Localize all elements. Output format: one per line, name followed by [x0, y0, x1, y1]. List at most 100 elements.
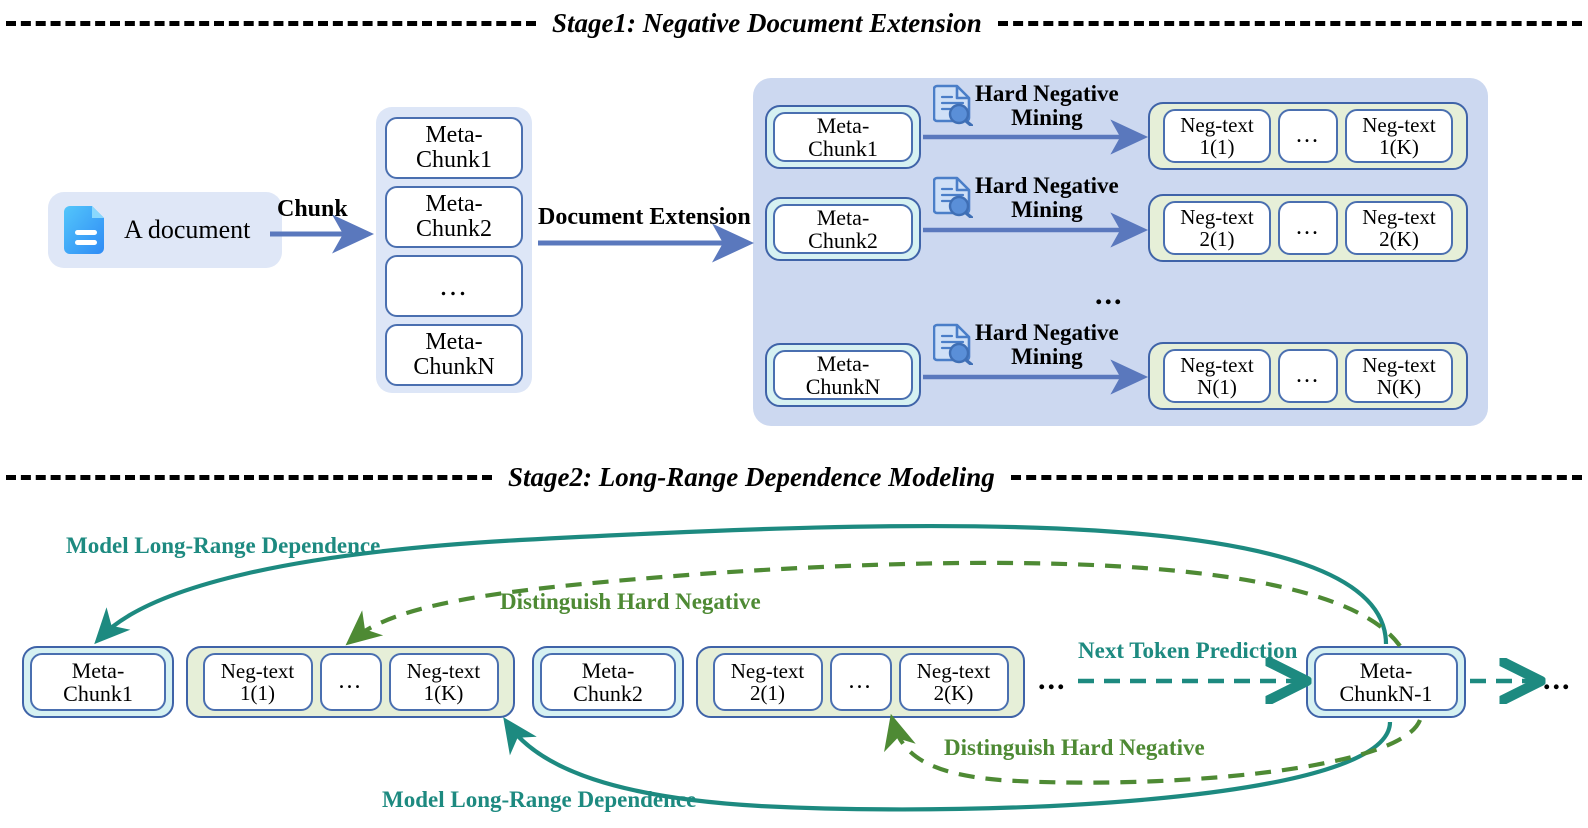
row3-chunk-line2: ChunkN [805, 374, 881, 399]
meta-chunk-2-box-row2[interactable]: Meta- Chunk2 [773, 204, 913, 254]
mining-label-row3-line1: Hard Negative [975, 320, 1119, 345]
seq-neg-ellipsis-1: ... [319, 653, 382, 711]
row1-chunk-line2: Chunk1 [808, 136, 878, 161]
seq-neg-1-k[interactable]: Neg-text 1(K) [388, 653, 499, 711]
seq-mc1-line1: Meta- [71, 657, 125, 683]
meta-chunk-n-box-row3[interactable]: Meta- ChunkN [773, 350, 913, 400]
neg-text-2-1[interactable]: Neg-text 2(1) [1163, 201, 1271, 255]
seq-meta-chunk1-box[interactable]: Meta- Chunk1 [30, 653, 166, 711]
neg-1-1-line2: 1(1) [1199, 135, 1235, 159]
seq-neg-ellipsis-2-text: ... [848, 668, 873, 695]
neg-group-row3: Neg-text N(1) ... Neg-text N(K) [1148, 342, 1468, 410]
seq-neg-1-k-line2: 1(K) [423, 681, 464, 705]
meta-chunk-n-line2: ChunkN [413, 354, 495, 380]
meta-chunk-n-wrapper-row3[interactable]: Meta- ChunkN [765, 343, 921, 407]
neg-ellipsis-row1-text: ... [1296, 122, 1320, 149]
seq-neg-2-k[interactable]: Neg-text 2(K) [898, 653, 1009, 711]
meta-chunk-ellipsis-box: ... [385, 255, 523, 317]
neg-ellipsis-row3: ... [1278, 349, 1338, 403]
neg-text-n-1[interactable]: Neg-text N(1) [1163, 349, 1271, 403]
seq-meta-chunk-n1-wrapper[interactable]: Meta- ChunkN-1 [1306, 646, 1466, 718]
seq-ellipsis-end: ... [1543, 663, 1572, 696]
meta-chunk-2-box[interactable]: Meta- Chunk2 [385, 186, 523, 248]
meta-chunk-1-line1: Meta- [425, 121, 483, 148]
seq-neg-1-k-line1: Neg-text [406, 658, 481, 683]
meta-chunk-1-box[interactable]: Meta- Chunk1 [385, 117, 523, 179]
seq-neg-ellipsis-2: ... [829, 653, 892, 711]
meta-chunk-n-line1: Meta- [425, 328, 483, 355]
seq-neg-2-k-line2: 2(K) [933, 681, 974, 705]
document-search-icon-row3 [932, 323, 974, 367]
document-icon [64, 203, 110, 257]
neg-2-k-line2: 2(K) [1379, 227, 1419, 251]
dash-line-right [997, 21, 1582, 26]
seq-neg-2-1-line2: 2(1) [750, 681, 785, 705]
stage1-separator: Stage1: Negative Document Extension [0, 8, 1588, 39]
neg-text-1-k[interactable]: Neg-text 1(K) [1345, 109, 1453, 163]
label-next-token-prediction: Next Token Prediction [1078, 638, 1298, 663]
label-model-long-range-bottom: Model Long-Range Dependence [382, 787, 697, 812]
seq-neg-1-1-line2: 1(1) [240, 681, 275, 705]
neg-ellipsis-row1: ... [1278, 109, 1338, 163]
neg-group-row1: Neg-text 1(1) ... Neg-text 1(K) [1148, 102, 1468, 170]
neg-2-k-line1: Neg-text [1362, 204, 1436, 229]
meta-chunk-1-box-row1[interactable]: Meta- Chunk1 [773, 112, 913, 162]
mining-label-row1-line1: Hard Negative [975, 81, 1119, 106]
source-document-pill[interactable]: A document [48, 192, 282, 268]
neg-ellipsis-row2-text: ... [1296, 214, 1320, 241]
seq-meta-chunk-n1-box[interactable]: Meta- ChunkN-1 [1314, 653, 1458, 711]
seq-neg-2-k-line1: Neg-text [916, 658, 991, 683]
row3-chunk-line1: Meta- [816, 350, 870, 376]
meta-chunk-2-line2: Chunk2 [415, 216, 492, 242]
document-search-icon-row1 [932, 84, 974, 128]
neg-text-1-1[interactable]: Neg-text 1(1) [1163, 109, 1271, 163]
neg-2-1-line2: 2(1) [1199, 227, 1235, 251]
meta-chunk-1-line2: Chunk1 [415, 147, 492, 173]
seq-neg-1-1[interactable]: Neg-text 1(1) [202, 653, 313, 711]
seq-neg-group-2: Neg-text 2(1) ... Neg-text 2(K) [696, 646, 1025, 718]
row2-chunk-line2: Chunk2 [808, 228, 878, 253]
seq-meta-chunk2-wrapper[interactable]: Meta- Chunk2 [532, 646, 684, 718]
seq-mc2-line2: Chunk2 [573, 681, 643, 706]
meta-chunk-1-wrapper-row1[interactable]: Meta- Chunk1 [765, 105, 921, 169]
meta-chunk-ellipsis: ... [439, 269, 469, 303]
neg-group-row2: Neg-text 2(1) ... Neg-text 2(K) [1148, 194, 1468, 262]
document-extension-arrow-label: Document Extension [538, 204, 751, 230]
dash-line-left [6, 21, 536, 26]
neg-1-k-line1: Neg-text [1362, 112, 1436, 137]
neg-n-k-line2: N(K) [1376, 375, 1422, 399]
neg-1-k-line2: 1(K) [1379, 135, 1419, 159]
seq-meta-chunk2-box[interactable]: Meta- Chunk2 [540, 653, 676, 711]
row2-chunk-line1: Meta- [816, 204, 870, 230]
mining-label-row1-line2: Mining [1011, 104, 1083, 130]
source-document-label: A document [124, 215, 251, 244]
dash-line-right-2 [1010, 475, 1582, 480]
neg-n-1-line2: N(1) [1197, 375, 1237, 399]
meta-chunk-n-box[interactable]: Meta- ChunkN [385, 324, 523, 386]
mining-label-row3: Hard Negative Mining [975, 321, 1119, 369]
mining-label-row2-line1: Hard Negative [975, 173, 1119, 198]
dash-line-left-2 [6, 475, 492, 480]
neg-2-1-line1: Neg-text [1180, 204, 1254, 229]
stage1-row-ellipsis: ... [1095, 278, 1124, 311]
seq-mcn1-line1: Meta- [1359, 657, 1413, 683]
neg-text-n-k[interactable]: Neg-text N(K) [1345, 349, 1453, 403]
seq-mc2-line1: Meta- [581, 657, 635, 683]
stage2-separator: Stage2: Long-Range Dependence Modeling [0, 462, 1588, 493]
seq-neg-2-1[interactable]: Neg-text 2(1) [712, 653, 823, 711]
seq-mcn1-line2: ChunkN-1 [1339, 681, 1433, 706]
mining-label-row2: Hard Negative Mining [975, 174, 1119, 222]
seq-neg-ellipsis-1-text: ... [338, 668, 363, 695]
seq-neg-group-1: Neg-text 1(1) ... Neg-text 1(K) [186, 646, 515, 718]
seq-neg-1-1-line1: Neg-text [220, 658, 295, 683]
neg-n-1-line1: Neg-text [1180, 352, 1254, 377]
seq-mc1-line2: Chunk1 [63, 681, 133, 706]
seq-ellipsis-mid: ... [1038, 663, 1067, 696]
mining-label-row2-line2: Mining [1011, 196, 1083, 222]
meta-chunk-2-wrapper-row2[interactable]: Meta- Chunk2 [765, 197, 921, 261]
mining-label-row1: Hard Negative Mining [975, 82, 1119, 130]
document-search-icon-row2 [932, 176, 974, 220]
seq-meta-chunk1-wrapper[interactable]: Meta- Chunk1 [22, 646, 174, 718]
neg-text-2-k[interactable]: Neg-text 2(K) [1345, 201, 1453, 255]
neg-1-1-line1: Neg-text [1180, 112, 1254, 137]
